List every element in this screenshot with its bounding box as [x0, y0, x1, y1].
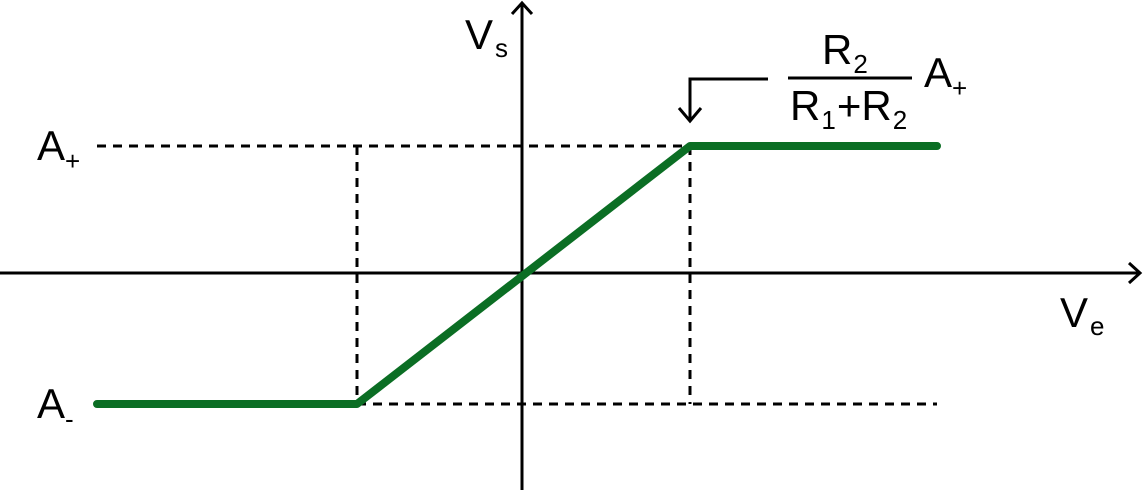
x-axis-label-main: V: [1060, 289, 1088, 336]
pointer-line: [688, 77, 768, 121]
fraction-numerator: R2: [822, 26, 868, 79]
x-axis-arrowhead: [1127, 261, 1143, 285]
a-minus-label-main: A: [37, 380, 65, 427]
y-axis-label-sub: s: [495, 33, 508, 63]
denominator-r1-main: R: [790, 82, 820, 129]
fraction-denominator: R1+R2: [790, 82, 907, 135]
a-minus-label: A-: [37, 380, 74, 434]
denominator-r1-sub: 1: [821, 105, 835, 135]
a-minus-label-sub: -: [65, 404, 74, 434]
a-plus-label-sub: +: [65, 146, 80, 176]
numerator-main: R: [822, 26, 852, 73]
annotation-factor: A+: [924, 49, 967, 103]
factor-main: A: [924, 49, 952, 96]
denominator-r2-main: R: [861, 82, 891, 129]
factor-sub: +: [952, 73, 967, 103]
y-axis-arrowhead: [510, 0, 534, 16]
dashed-guides: [97, 144, 937, 406]
x-axis-label-sub: e: [1090, 311, 1104, 341]
annotation-pointer: [677, 77, 768, 124]
numerator-sub: 2: [853, 49, 867, 79]
transfer-curve: [93, 142, 941, 408]
pointer-arrowhead: [677, 107, 703, 124]
denominator-plus: +: [837, 82, 862, 129]
y-axis-label-main: V: [465, 11, 493, 58]
denominator-r2-sub: 2: [893, 105, 907, 135]
y-axis-label: Vs: [465, 11, 508, 63]
a-plus-label-main: A: [37, 122, 65, 169]
a-plus-label: A+: [37, 122, 80, 176]
x-axis-label: Ve: [1060, 289, 1104, 341]
